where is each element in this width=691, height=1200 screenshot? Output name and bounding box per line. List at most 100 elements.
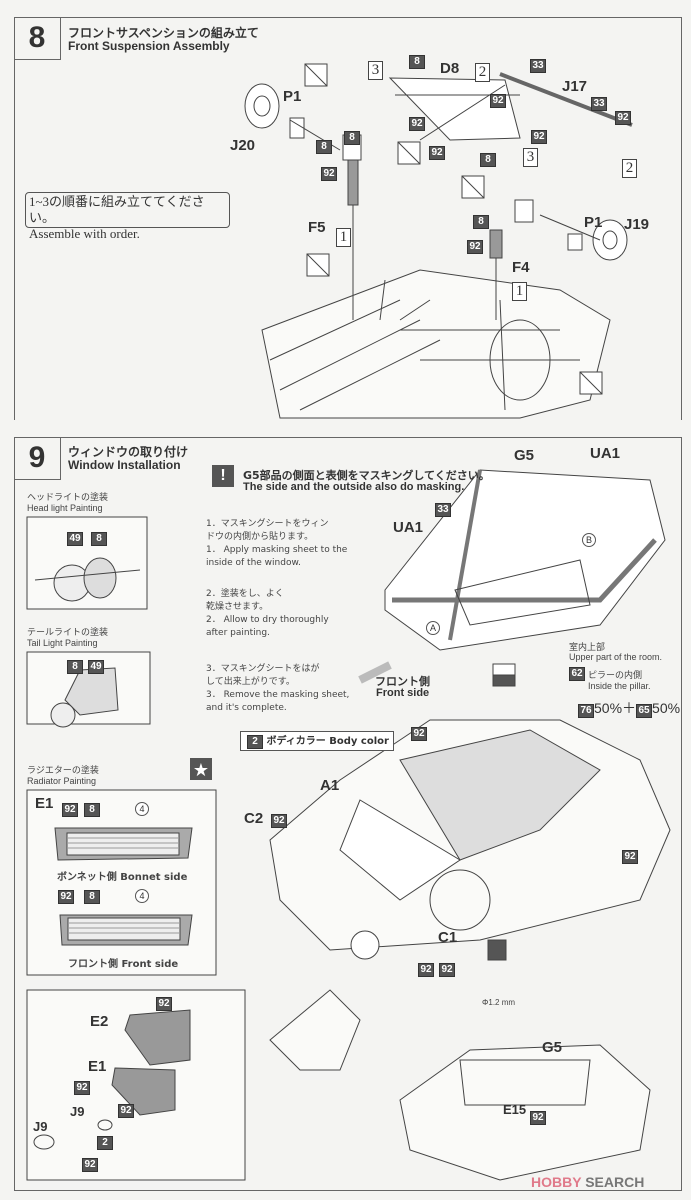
radiator-drawing	[26, 789, 217, 976]
lower-parts-drawing	[26, 989, 246, 1181]
order-number: 3	[368, 61, 383, 80]
color-badge: 8	[344, 131, 360, 145]
step9-frame	[14, 437, 682, 1191]
text: and it's complete.	[206, 703, 287, 713]
text: ドウの内側から貼ります。	[206, 532, 314, 542]
color-badge: 92	[82, 1158, 98, 1172]
color-badge: 92	[411, 727, 427, 741]
plus: ＋	[622, 700, 637, 716]
percent: 50%	[594, 700, 623, 716]
taillight-title-en: Tail Light Painting	[27, 638, 98, 648]
color-badge: 8	[84, 803, 100, 817]
strut-bar-drawing	[388, 72, 633, 141]
part-label: A1	[320, 777, 340, 794]
color-badge: 92	[418, 963, 434, 977]
text: 乾燥させます。	[206, 602, 269, 612]
text: 2． Allow to dry thoroughly	[206, 615, 329, 625]
part-label: C2	[244, 810, 264, 827]
color-badge: 92	[62, 803, 78, 817]
color-badge: 8	[316, 140, 332, 154]
front-side-jp: フロント側	[375, 675, 430, 688]
color-badge: 8	[473, 215, 489, 229]
color-badge: 92	[439, 963, 455, 977]
masking-note-jp: G5部品の側面と表側をマスキングしてください。	[243, 469, 490, 482]
interior-jp: 室内上部	[569, 643, 606, 653]
window-g5-drawing	[384, 469, 666, 651]
taillight-drawing	[26, 651, 151, 728]
drill-size: Φ1.2 mm	[482, 998, 516, 1007]
percent: 50%	[652, 700, 681, 716]
part-label: E2	[90, 1013, 109, 1030]
interior-en: Upper part of the room.	[569, 652, 663, 662]
step8-title-en: Front Suspension Assembly	[68, 39, 230, 53]
color-badge: 92	[409, 117, 425, 131]
svg-text:★: ★	[193, 760, 209, 781]
color-badge: 33	[435, 503, 451, 517]
front-side-en: Front side	[376, 687, 430, 699]
right-suspension-drawing	[489, 199, 628, 320]
order-number: 2	[622, 159, 637, 178]
step8-frame	[14, 17, 682, 420]
color-badge: 49	[88, 660, 104, 674]
color-badge: 92	[615, 111, 631, 125]
step-number-8: 8	[14, 17, 61, 60]
part-label: J9	[33, 1119, 48, 1134]
color-badge: 8	[84, 890, 100, 904]
color-badge: 8	[67, 660, 83, 674]
color-badge: 92	[531, 130, 547, 144]
left-suspension-drawing	[244, 83, 362, 320]
color-badge: 92	[118, 1104, 134, 1118]
order-number: 1	[336, 228, 351, 247]
color-badge: 92	[58, 890, 74, 904]
text: 1． Apply masking sheet to the	[206, 545, 348, 555]
color-badge: 92	[429, 146, 445, 160]
text: 3．マスキングシートをはが	[206, 664, 320, 674]
headlight-title-en: Head light Painting	[27, 503, 103, 513]
watermark-brand2: SEARCH	[585, 1174, 645, 1190]
color-badge: 2	[247, 735, 263, 749]
mark-circle: B	[582, 533, 596, 547]
step9-title-en: Window Installation	[68, 458, 181, 472]
part-label: G5	[514, 447, 535, 464]
intake-drawing	[269, 989, 361, 1071]
part-label: F4	[512, 259, 530, 276]
text: して出来上がりです。	[206, 677, 295, 687]
part-label: P1	[283, 88, 302, 105]
step-number-9: 9	[14, 437, 61, 480]
color-badge: 92	[321, 167, 337, 181]
part-label: UA1	[590, 445, 621, 462]
color-badge: 92	[156, 997, 172, 1011]
color-badge: 92	[74, 1081, 90, 1095]
front-side-label: フロント側 Front side	[68, 959, 179, 970]
caution-icon: !	[212, 465, 234, 487]
text: 3． Remove the masking sheet,	[206, 690, 350, 700]
mark-circle: 4	[135, 802, 149, 816]
part-label: E1	[35, 795, 54, 812]
color-badge: 33	[591, 97, 607, 111]
text: after painting.	[206, 628, 270, 638]
taillight-title-jp: テールライトの塗装	[27, 628, 109, 638]
assembly-order-note: 1~3の順番に組み立ててください。 Assemble with order.	[25, 192, 230, 241]
body-color-label: ボディカラー Body color	[266, 736, 389, 747]
color-badge: 8	[480, 153, 496, 167]
mark-circle: A	[426, 621, 440, 635]
bonnet-side-label: ボンネット側 Bonnet side	[57, 872, 188, 883]
text: inside of the window.	[206, 558, 301, 568]
color-badge: 33	[530, 59, 546, 73]
part-label: D8	[440, 60, 460, 77]
color-badge: 8	[91, 532, 107, 546]
part-label: P1	[584, 214, 603, 231]
part-label: E1	[88, 1058, 107, 1075]
hobby-search-watermark: HOBBY SEARCH	[531, 1174, 644, 1190]
masking-step-2: 2．塗装をし、よく 乾燥させます。 2． Allow to dry thorou…	[206, 588, 329, 640]
color-badge: 92	[490, 94, 506, 108]
body-color-box: 2 ボディカラー Body color	[240, 731, 394, 751]
g5-lower-drawing	[399, 1044, 651, 1181]
mark-circle: 4	[135, 889, 149, 903]
part-label: J17	[562, 78, 588, 95]
part-label: E15	[503, 1102, 527, 1117]
order-number: 3	[523, 148, 538, 167]
star-icon	[190, 758, 212, 780]
drill-icon	[487, 939, 507, 961]
